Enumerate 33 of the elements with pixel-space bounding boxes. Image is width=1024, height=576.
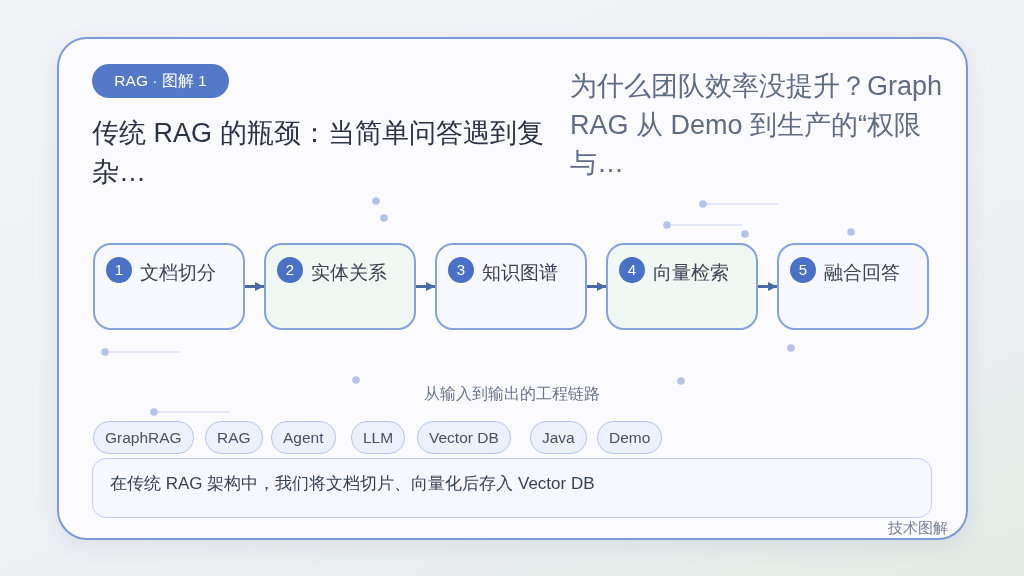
- tag-chip: Java: [530, 421, 587, 454]
- footer-text: 技术图解: [888, 519, 948, 536]
- card-panel: [57, 37, 968, 540]
- category-badge: RAG · 图解 1: [92, 64, 229, 98]
- arrow: [587, 282, 606, 291]
- step-label: 向量检索: [653, 261, 729, 285]
- step-label: 融合回答: [824, 261, 900, 285]
- step-number: 3: [448, 257, 474, 283]
- flow-caption: 从输入到输出的工程链路: [424, 384, 600, 404]
- step-number: 2: [277, 257, 303, 283]
- note-box: 在传统 RAG 架构中，我们将文档切片、向量化后存入 Vector DB: [92, 458, 932, 518]
- step-number: 5: [790, 257, 816, 283]
- step-number: 4: [619, 257, 645, 283]
- step-number: 1: [106, 257, 132, 283]
- tag-chip: Vector DB: [417, 421, 511, 454]
- arrow: [416, 282, 435, 291]
- tag-chip: GraphRAG: [93, 421, 194, 454]
- tag-chip: RAG: [205, 421, 263, 454]
- process-box: [264, 243, 416, 330]
- process-box: [435, 243, 587, 330]
- process-box: [93, 243, 245, 330]
- process-box: [777, 243, 929, 330]
- process-box: [606, 243, 758, 330]
- arrow: [245, 282, 264, 291]
- tag-chip: Demo: [597, 421, 663, 454]
- subheading: 为什么团队效率没提升？GraphRAG 从 Demo 到生产的“权限与…: [570, 70, 944, 180]
- step-label: 知识图谱: [482, 261, 558, 285]
- heading: 传统 RAG 的瓶颈：当简单问答遇到复杂…: [92, 117, 545, 189]
- step-label: 文档切分: [140, 261, 216, 285]
- tag-chip: Agent: [271, 421, 336, 454]
- tag-chip: LLM: [351, 421, 406, 454]
- step-label: 实体关系: [311, 261, 387, 285]
- arrow: [758, 282, 777, 291]
